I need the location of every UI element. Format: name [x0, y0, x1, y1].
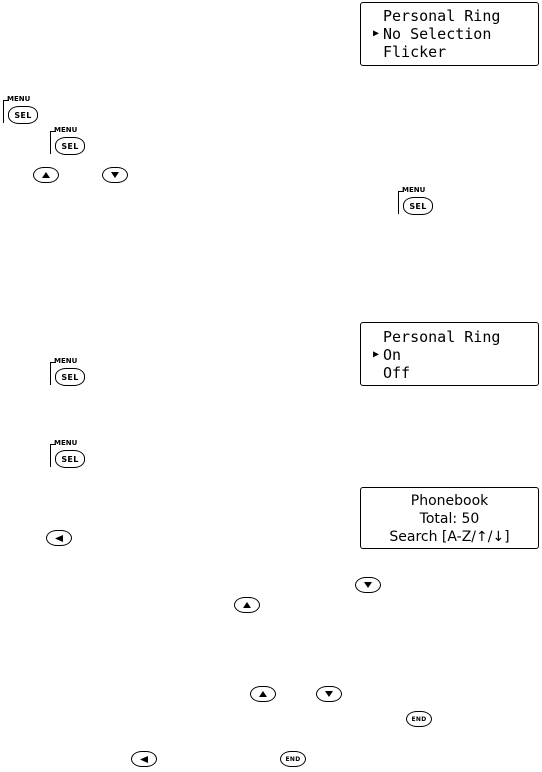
up-arrow-icon — [243, 602, 251, 608]
down-key[interactable] — [102, 167, 128, 183]
down-arrow-icon — [325, 691, 333, 697]
down-key[interactable] — [355, 577, 381, 593]
right-pointer-icon: ▶ — [373, 28, 380, 39]
up-key[interactable] — [33, 167, 59, 183]
lcd-line-2: ▶On — [373, 346, 402, 364]
menu-label: MENU — [7, 95, 31, 103]
sel-button[interactable]: SEL — [55, 368, 85, 386]
sel-button[interactable]: SEL — [55, 450, 85, 468]
left-key[interactable] — [46, 530, 72, 546]
lcd-line-1: Personal Ring — [383, 7, 501, 25]
down-arrow-icon — [111, 172, 119, 178]
menu-label: MENU — [54, 357, 78, 365]
lcd-line-2: ▶No Selection — [373, 25, 492, 43]
end-button[interactable]: END — [406, 711, 432, 727]
menu-bracket — [50, 131, 56, 154]
menu-sel-key-4[interactable]: MENU SEL — [50, 357, 90, 395]
menu-bracket — [50, 362, 56, 385]
menu-sel-key-3[interactable]: MENU SEL — [398, 186, 438, 224]
menu-sel-key-5[interactable]: MENU SEL — [50, 439, 90, 477]
lcd-line-3: Flicker — [383, 43, 447, 61]
up-key[interactable] — [234, 597, 260, 613]
lcd-line-2: Total: 50 — [419, 511, 480, 527]
right-pointer-icon: ▶ — [373, 349, 380, 360]
left-arrow-icon — [140, 755, 148, 763]
up-arrow-icon — [259, 691, 267, 697]
lcd-screen-personal-ring: Personal Ring ▶No Selection Flicker — [360, 2, 539, 66]
menu-sel-key-1[interactable]: MENU SEL — [3, 95, 43, 133]
menu-bracket — [398, 191, 404, 214]
menu-bracket — [3, 100, 9, 123]
lcd-line-1: Phonebook — [410, 493, 489, 509]
lcd-line-3: Off — [383, 364, 411, 382]
end-button[interactable]: END — [280, 751, 306, 767]
down-key[interactable] — [316, 686, 342, 702]
lcd-screen-personal-ring-on-off: Personal Ring ▶On Off — [360, 322, 539, 386]
up-key[interactable] — [250, 686, 276, 702]
menu-label: MENU — [54, 439, 78, 447]
left-key[interactable] — [131, 751, 157, 767]
menu-label: MENU — [402, 186, 426, 194]
up-arrow-icon — [42, 172, 50, 178]
menu-label: MENU — [54, 126, 78, 134]
down-arrow-icon — [364, 582, 372, 588]
sel-button[interactable]: SEL — [403, 197, 433, 215]
lcd-line-3: Search [A-Z/↑/↓] — [389, 529, 510, 545]
sel-button[interactable]: SEL — [8, 106, 38, 124]
left-arrow-icon — [55, 534, 63, 542]
sel-button[interactable]: SEL — [55, 137, 85, 155]
lcd-line-1: Personal Ring — [383, 328, 501, 346]
menu-bracket — [50, 444, 56, 467]
menu-sel-key-2[interactable]: MENU SEL — [50, 126, 90, 164]
lcd-screen-phonebook: Phonebook Total: 50 Search [A-Z/↑/↓] — [360, 487, 539, 549]
